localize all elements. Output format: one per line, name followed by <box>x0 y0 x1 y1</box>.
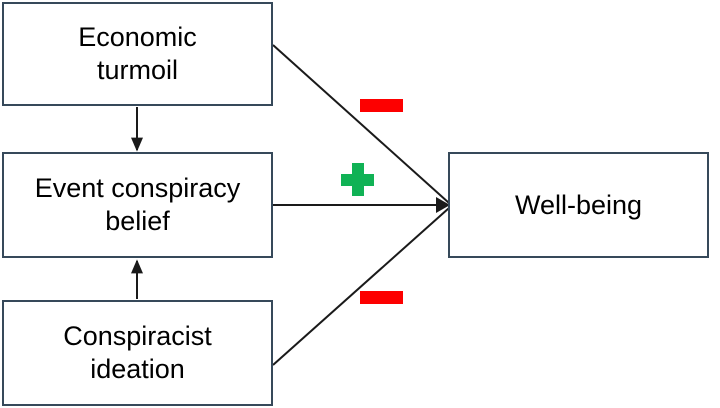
node-wellbeing-label: Well-being <box>514 189 643 220</box>
node-economic-turmoil[interactable]: Economic turmoil <box>2 2 273 106</box>
node-wellbeing[interactable]: Well-being <box>448 152 709 258</box>
plus-sign-icon-middle <box>341 163 374 196</box>
node-economic-turmoil-label: Economic turmoil <box>78 22 197 85</box>
node-event-conspiracy-belief[interactable]: Event conspiracy belief <box>2 152 273 258</box>
plus-sign-vertical-bar <box>352 163 364 196</box>
minus-sign-icon-top <box>360 99 403 112</box>
minus-sign-icon-bottom <box>360 291 403 304</box>
node-conspiracist-ideation-label: Conspiracist ideation <box>63 321 212 384</box>
node-conspiracist-ideation[interactable]: Conspiracist ideation <box>2 300 273 406</box>
node-event-conspiracy-belief-label: Event conspiracy belief <box>34 173 241 236</box>
edge-conspiracist-to-wellbeing <box>272 207 450 366</box>
